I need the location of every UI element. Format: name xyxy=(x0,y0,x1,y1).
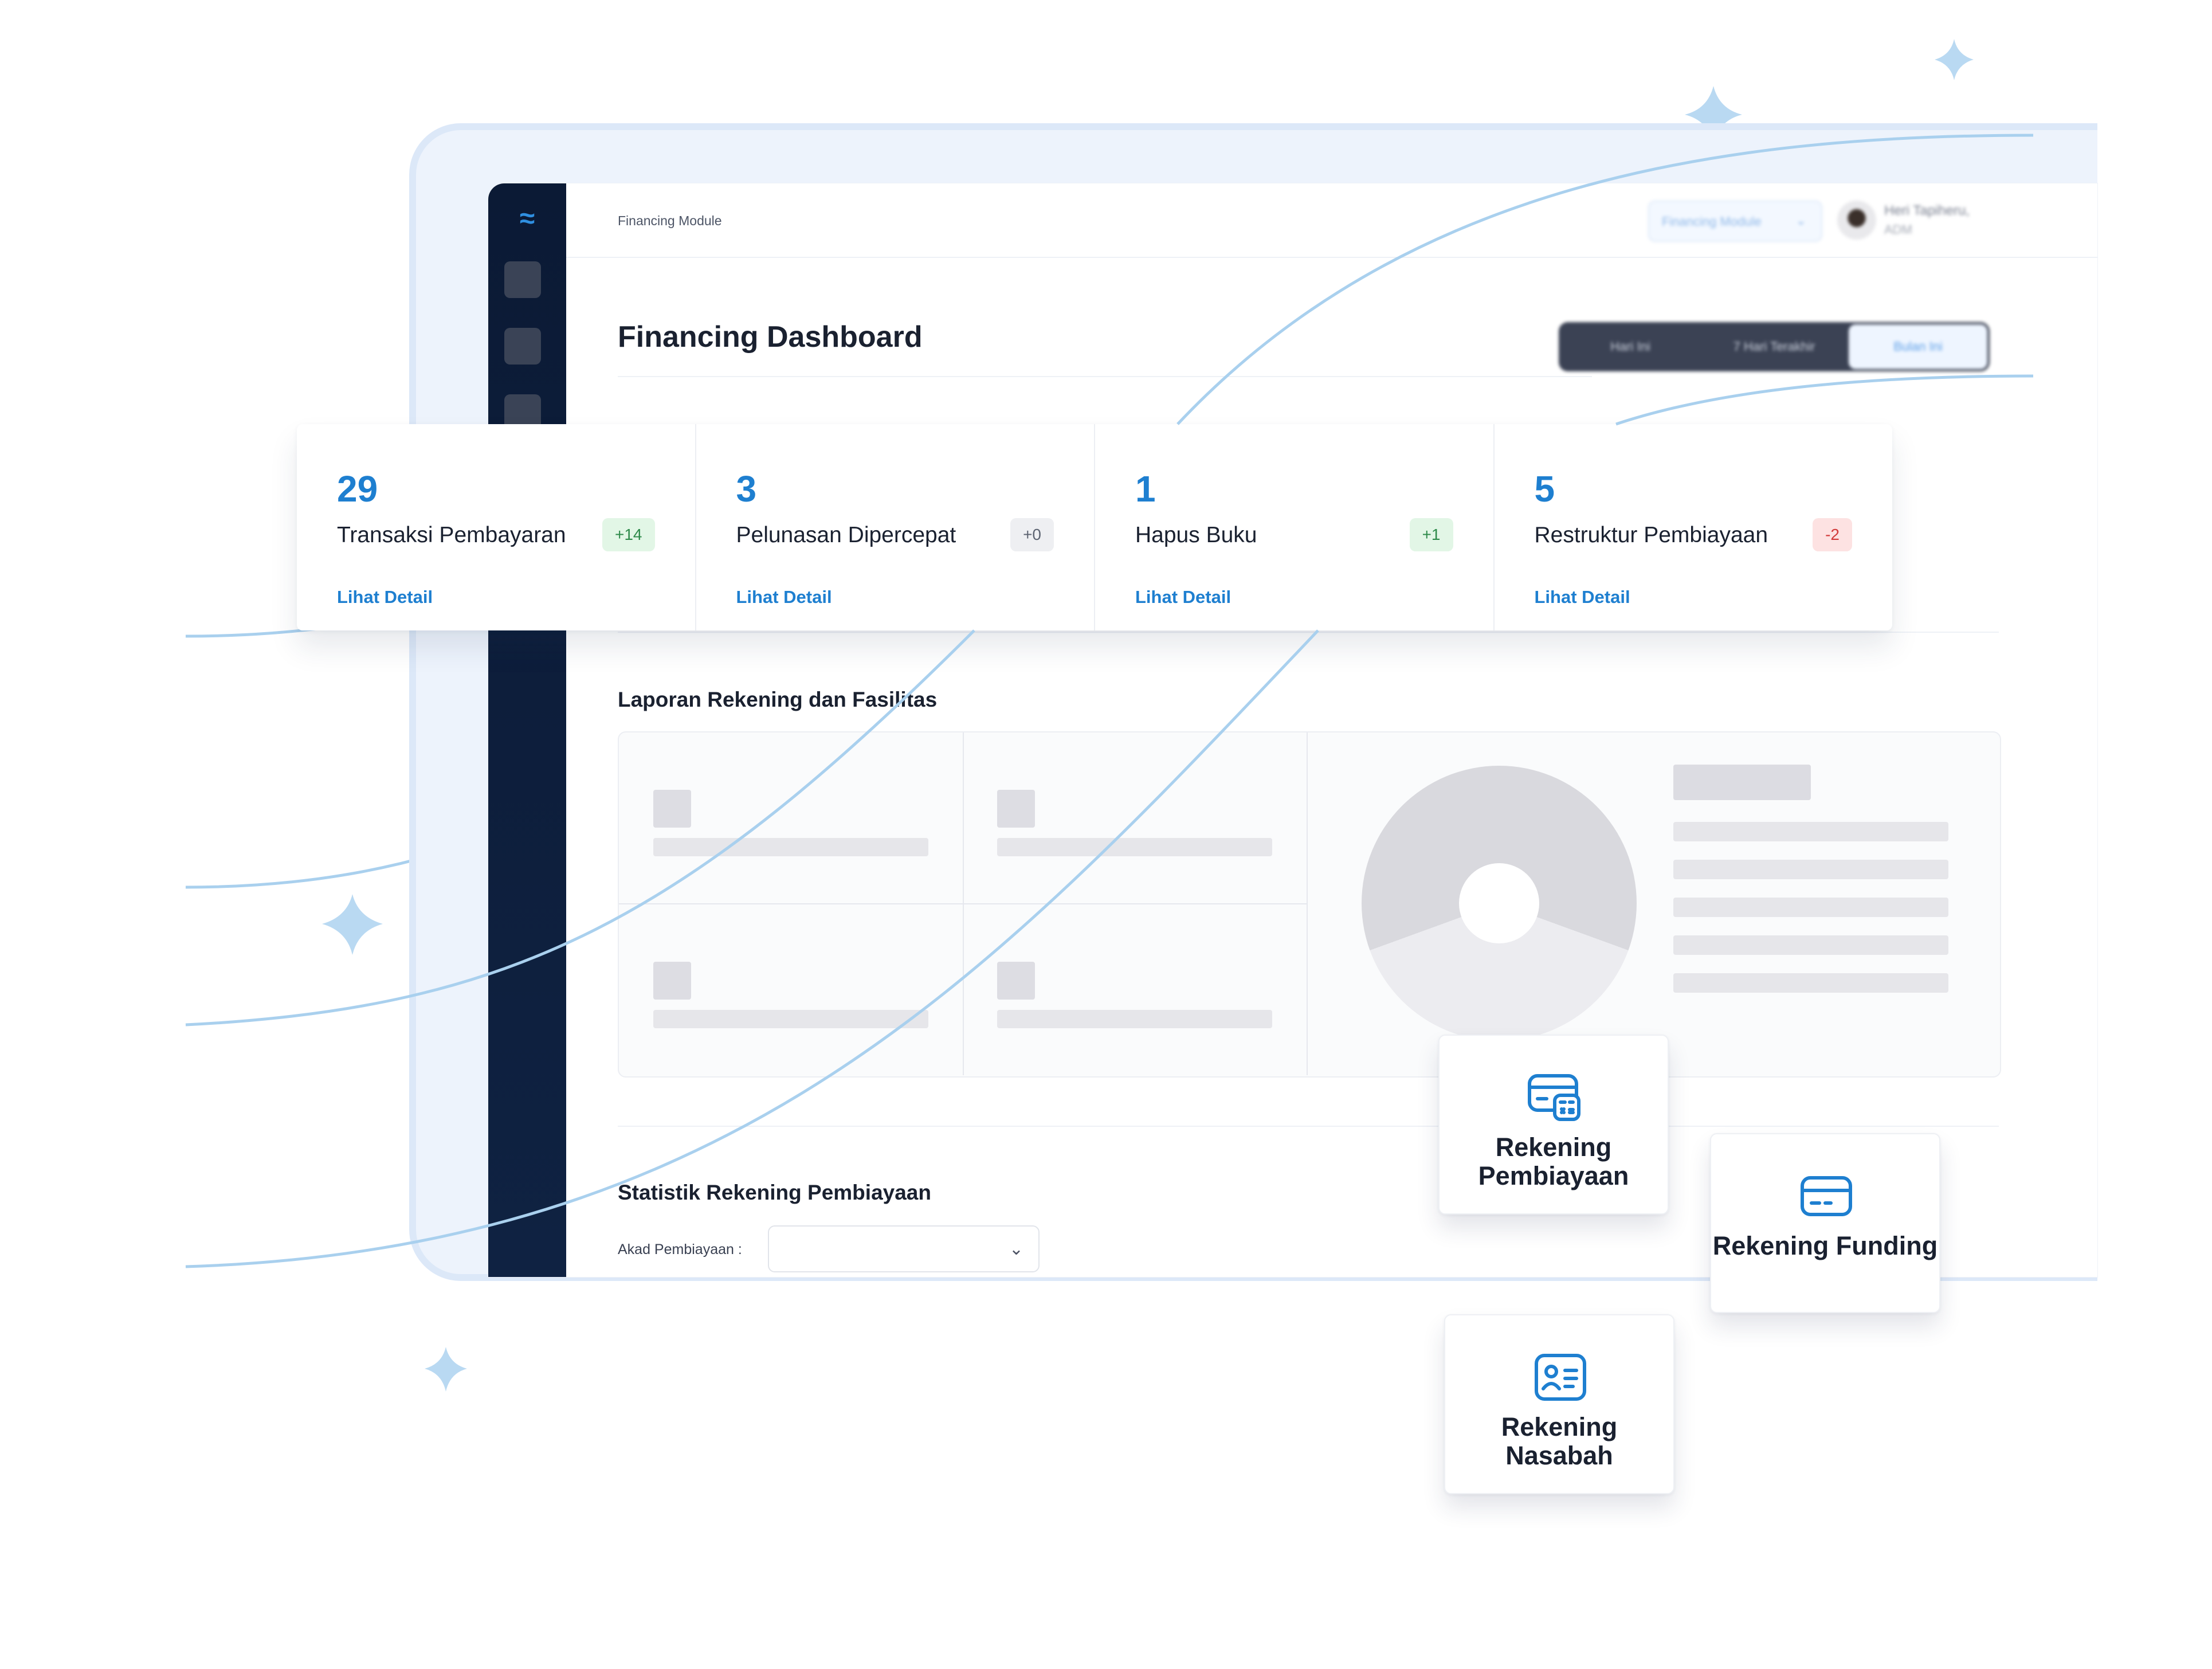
skeleton-icon xyxy=(997,790,1035,828)
page-title: Financing Dashboard xyxy=(618,320,923,354)
user-role: ADM xyxy=(1884,222,1912,237)
module-select[interactable]: Financing Module ⌄ xyxy=(1648,201,1822,242)
delta-badge: -2 xyxy=(1813,518,1852,551)
stat-pelunasan-dipercepat: 3 Pelunasan Dipercepat +0 Lihat Detail xyxy=(696,424,1095,630)
breadcrumb: Financing Module xyxy=(618,213,722,228)
report-section-title: Laporan Rekening dan Fasilitas xyxy=(618,688,938,711)
card-rekening-pembiayaan[interactable]: Rekening Pembiayaan xyxy=(1438,1035,1669,1214)
sparkle-icon xyxy=(425,1347,467,1392)
skeleton-line xyxy=(997,1010,1272,1028)
report-tile xyxy=(619,903,964,1075)
report-tile xyxy=(963,732,1308,904)
stat-value: 5 xyxy=(1534,468,1555,510)
delta-badge: +1 xyxy=(1409,518,1453,551)
stat-label: Transaksi Pembayaran xyxy=(337,523,566,547)
donut-hole xyxy=(1459,863,1539,943)
feature-card-label: Rekening Pembiayaan xyxy=(1478,1133,1629,1190)
divider xyxy=(618,632,1999,633)
chevron-down-icon: ⌄ xyxy=(1009,1240,1023,1259)
report-tile xyxy=(963,903,1308,1075)
feature-card-label: Rekening Nasabah xyxy=(1501,1412,1618,1470)
skeleton-line xyxy=(1673,973,1948,993)
lihat-detail-link[interactable]: Lihat Detail xyxy=(1534,587,1630,607)
donut-chart-placeholder xyxy=(1362,766,1637,1041)
statistics-section-title: Statistik Rekening Pembiayaan xyxy=(618,1181,931,1204)
stat-transaksi-pembayaran: 29 Transaksi Pembayaran +14 Lihat Detail xyxy=(297,424,696,630)
sidebar-nav-button[interactable] xyxy=(504,261,541,298)
akad-select[interactable]: ⌄ xyxy=(768,1225,1040,1272)
stat-value: 1 xyxy=(1135,468,1156,510)
card-rekening-nasabah[interactable]: Rekening Nasabah xyxy=(1444,1314,1674,1494)
stat-label: Hapus Buku xyxy=(1135,523,1257,547)
skeleton-line xyxy=(1673,898,1948,917)
delta-badge: +14 xyxy=(602,518,655,551)
skeleton-line xyxy=(1673,860,1948,879)
skeleton-icon xyxy=(653,962,691,1000)
stats-card: 29 Transaksi Pembayaran +14 Lihat Detail… xyxy=(297,424,1892,630)
delta-badge: +0 xyxy=(1010,518,1054,551)
avatar[interactable] xyxy=(1837,201,1876,240)
stat-value: 29 xyxy=(337,468,378,510)
divider xyxy=(618,1126,1999,1127)
lihat-detail-link[interactable]: Lihat Detail xyxy=(1135,587,1231,607)
feature-card-label: Rekening Funding xyxy=(1712,1231,1938,1260)
report-tile xyxy=(619,732,964,904)
credit-card-icon xyxy=(1801,1176,1852,1216)
id-card-icon xyxy=(1535,1354,1586,1401)
card-calculator-icon xyxy=(1528,1074,1580,1121)
stat-value: 3 xyxy=(736,468,757,510)
lihat-detail-link[interactable]: Lihat Detail xyxy=(736,587,832,607)
module-select-value: Financing Module xyxy=(1662,214,1762,229)
topbar: Financing Module Financing Module ⌄ Heri… xyxy=(566,183,2097,258)
report-panel xyxy=(618,731,2001,1078)
skeleton-icon xyxy=(653,790,691,828)
skeleton-line xyxy=(1673,822,1948,841)
lihat-detail-link[interactable]: Lihat Detail xyxy=(337,587,433,607)
tab-7-hari-terakhir[interactable]: 7 Hari Terakhir xyxy=(1733,339,1815,354)
tab-bulan-ini[interactable]: Bulan Ini xyxy=(1849,324,1987,369)
sparkle-icon xyxy=(1935,39,1974,80)
sparkle-icon xyxy=(322,894,383,955)
stat-label: Pelunasan Dipercepat xyxy=(736,523,956,547)
tab-hari-ini[interactable]: Hari Ini xyxy=(1610,339,1650,354)
main-content: Financing Module Financing Module ⌄ Heri… xyxy=(566,183,2097,1277)
skeleton-legend-title xyxy=(1673,765,1811,800)
wave-logo-icon[interactable]: ≈ xyxy=(519,203,535,234)
skeleton-line xyxy=(653,838,928,856)
skeleton-icon xyxy=(997,962,1035,1000)
skeleton-line xyxy=(1673,935,1948,955)
app-window: ≈ Financing Module Financing Module ⌄ He… xyxy=(488,183,2097,1277)
stat-label: Restruktur Pembiayaan xyxy=(1534,523,1768,547)
skeleton-line xyxy=(997,838,1272,856)
sidebar-nav-button[interactable] xyxy=(504,328,541,365)
akad-label: Akad Pembiayaan : xyxy=(618,1241,742,1257)
date-range-tabs: Hari Ini 7 Hari Terakhir Bulan Ini xyxy=(1559,322,1990,371)
sidebar: ≈ xyxy=(488,183,566,1277)
user-name: Heri Tapiheru, xyxy=(1884,203,1970,218)
card-rekening-funding[interactable]: Rekening Funding xyxy=(1710,1133,1940,1313)
stat-restruktur-pembiayaan: 5 Restruktur Pembiayaan -2 Lihat Detail xyxy=(1495,424,1893,630)
chevron-down-icon: ⌄ xyxy=(1795,213,1806,228)
divider xyxy=(618,376,1592,377)
stat-hapus-buku: 1 Hapus Buku +1 Lihat Detail xyxy=(1095,424,1495,630)
skeleton-line xyxy=(653,1010,928,1028)
